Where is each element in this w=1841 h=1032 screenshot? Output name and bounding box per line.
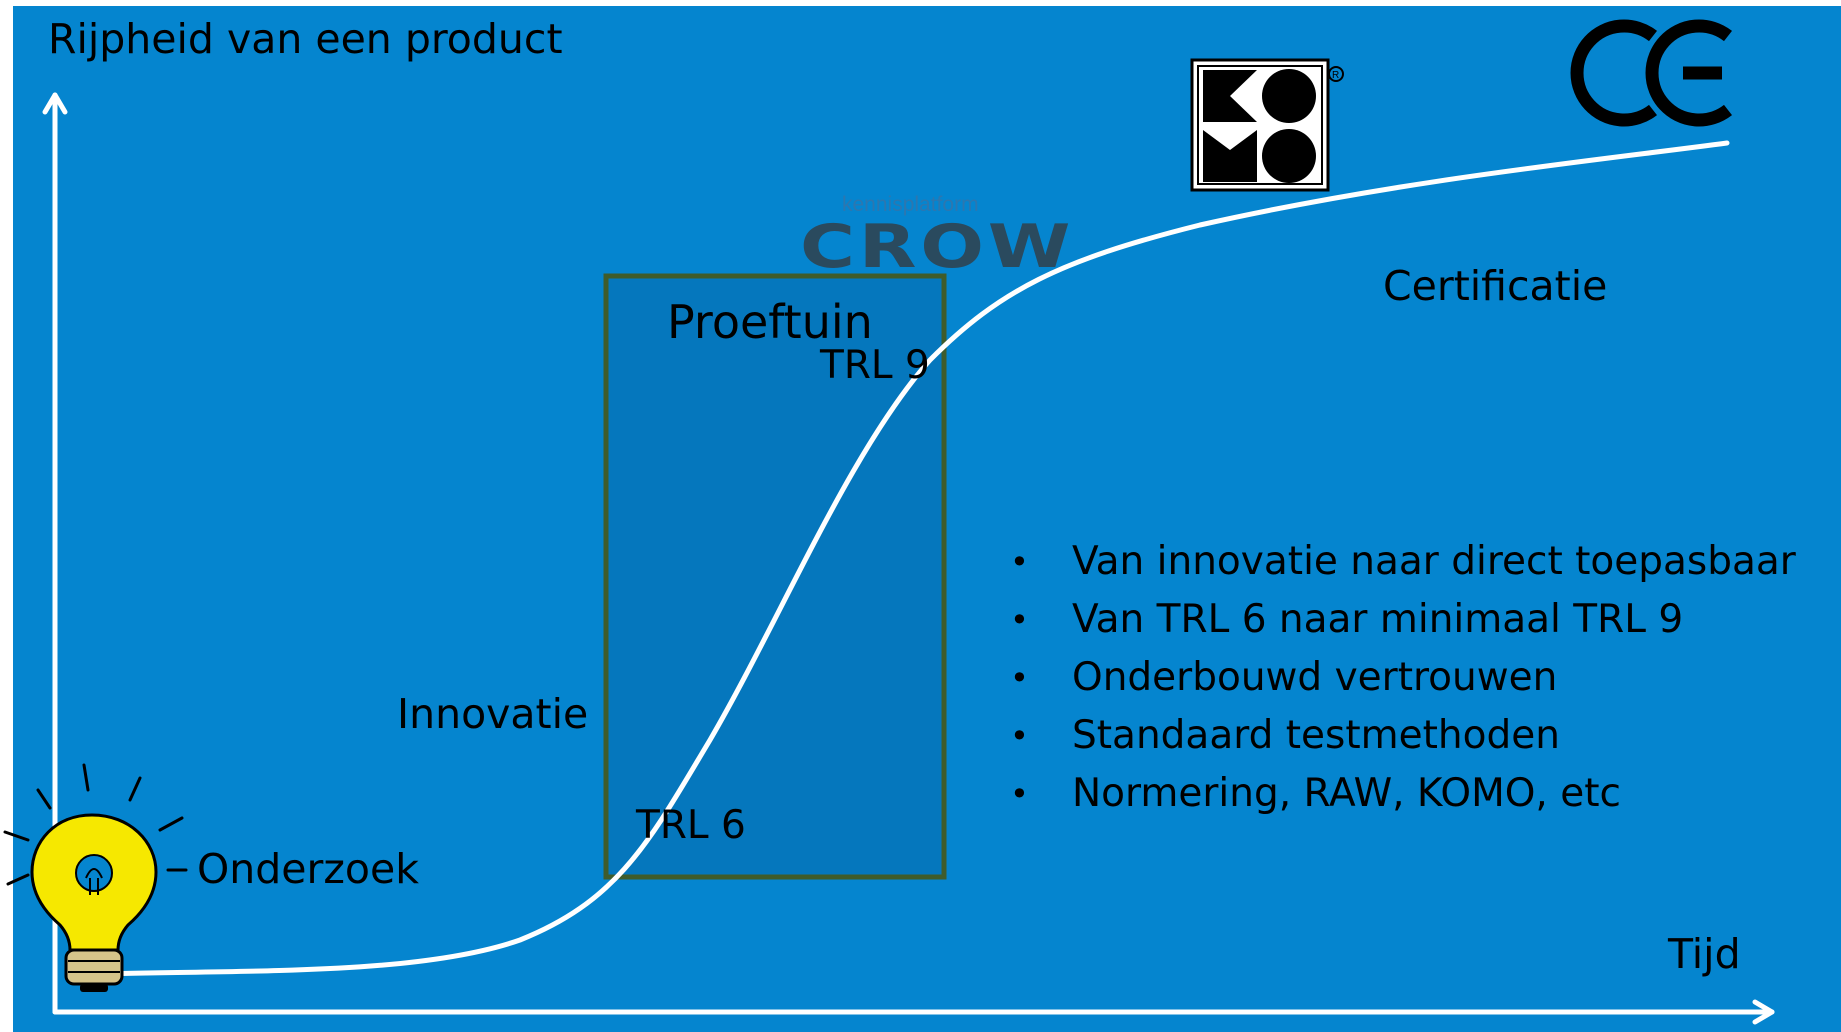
bullet-text: Onderbouwd vertrouwen bbox=[1072, 655, 1558, 700]
stage-label-certificatie: Certificatie bbox=[1383, 262, 1608, 310]
bullet-dot: • bbox=[1010, 717, 1029, 755]
bullet-item: • Van innovatie naar direct toepasbaar bbox=[1010, 533, 1796, 591]
bullet-item: • Onderbouwd vertrouwen bbox=[1010, 649, 1796, 707]
bullet-dot: • bbox=[1010, 659, 1029, 697]
bullet-text: Standaard testmethoden bbox=[1072, 713, 1560, 758]
bullet-dot: • bbox=[1010, 543, 1029, 581]
ce-mark-icon bbox=[1570, 19, 1732, 127]
bullet-text: Van innovatie naar direct toepasbaar bbox=[1072, 539, 1796, 584]
svg-text:R: R bbox=[1332, 70, 1339, 81]
komo-logo: R bbox=[1190, 58, 1344, 192]
bullet-list: • Van innovatie naar direct toepasbaar • V… bbox=[1010, 533, 1796, 823]
bullet-item: • Standaard testmethoden bbox=[1010, 707, 1796, 765]
lightbulb-icon bbox=[3, 763, 188, 992]
trl-end-label: TRL 9 bbox=[820, 343, 930, 388]
bullet-text: Van TRL 6 naar minimaal TRL 9 bbox=[1072, 597, 1684, 642]
maturity-curve bbox=[99, 140, 1730, 977]
bullet-item: • Van TRL 6 naar minimaal TRL 9 bbox=[1010, 591, 1796, 649]
stage-label-onderzoek: Onderzoek bbox=[197, 845, 419, 893]
bullet-dot: • bbox=[1010, 775, 1029, 813]
crow-logo-subtitle: kennisplatform bbox=[842, 193, 979, 216]
bullet-item: • Normering, RAW, KOMO, etc bbox=[1010, 765, 1796, 823]
x-axis-label: Tijd bbox=[1668, 930, 1741, 978]
stage-label-innovatie: Innovatie bbox=[397, 690, 589, 738]
bullet-dot: • bbox=[1010, 601, 1029, 639]
x-axis bbox=[52, 999, 1775, 1025]
bullet-text: Normering, RAW, KOMO, etc bbox=[1072, 771, 1621, 816]
trl-start-label: TRL 6 bbox=[636, 803, 746, 848]
proeftuin-box bbox=[603, 273, 947, 880]
y-axis-label: Rijpheid van een product bbox=[48, 15, 563, 63]
crow-logo-wordmark: CROW bbox=[800, 212, 1075, 282]
proeftuin-title: Proeftuin bbox=[667, 295, 873, 349]
